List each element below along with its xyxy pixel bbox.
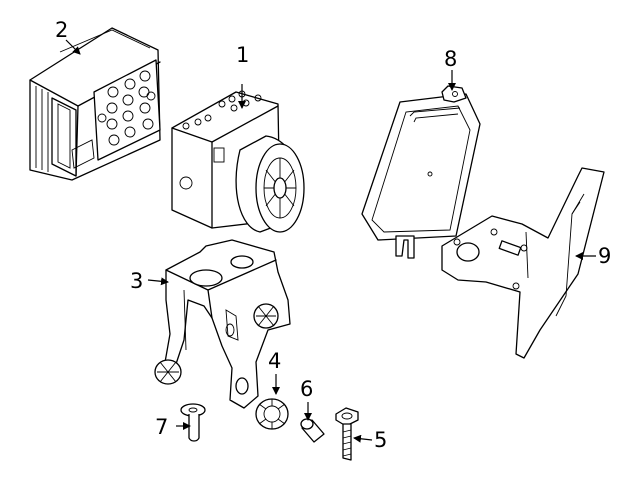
part-3-bracket (154, 239, 291, 409)
part-5-bolt (335, 407, 359, 461)
part-8-control-unit (361, 85, 481, 259)
bracket-grommet-right (253, 303, 279, 329)
part-1-hydraulic-unit (171, 90, 305, 233)
callout-1: 1 (236, 43, 249, 67)
callout-9: 9 (598, 244, 611, 268)
part-6-sleeve (300, 418, 325, 443)
part-2-control-module (29, 27, 161, 181)
callout-4: 4 (268, 349, 281, 373)
callout-8: 8 (444, 47, 457, 71)
callout-3: 3 (130, 269, 143, 293)
part-7-pin (180, 403, 206, 442)
part-4-grommet (255, 398, 289, 430)
callout-7: 7 (155, 415, 168, 439)
callout-6: 6 (300, 377, 313, 401)
callout-2: 2 (55, 18, 68, 42)
leader-lines (65, 39, 596, 443)
part-9-mounting-plate (441, 167, 605, 359)
callout-5: 5 (374, 428, 387, 452)
bracket-grommet-left (154, 359, 182, 385)
